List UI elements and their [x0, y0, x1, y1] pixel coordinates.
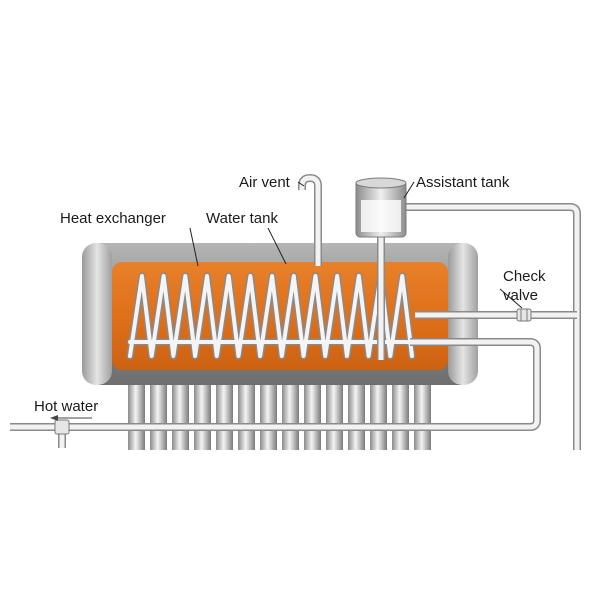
- vacuum-tube: [150, 380, 167, 450]
- vacuum-tube: [348, 380, 365, 450]
- assistant-tank-leader: [403, 181, 415, 199]
- hot-water-tap: [54, 419, 70, 435]
- air-vent-leader: [297, 181, 305, 187]
- check-valve-label-line1: Check: [503, 268, 546, 285]
- vacuum-tube: [238, 380, 255, 450]
- tank-end-cap-left: [82, 243, 112, 385]
- vacuum-tube: [282, 380, 299, 450]
- vacuum-tubes: [128, 380, 431, 450]
- check-valve: [516, 308, 532, 322]
- vacuum-tube: [216, 380, 233, 450]
- heat-exchanger-coil: [126, 272, 416, 360]
- vacuum-tube: [194, 380, 211, 450]
- hot-water-pipe: [10, 339, 540, 430]
- heat-exchanger-leader: [189, 227, 199, 267]
- vacuum-tube: [128, 380, 145, 450]
- heat-exchanger-label: Heat exchanger: [60, 210, 166, 227]
- label-leaders: [189, 181, 523, 309]
- vacuum-tube: [370, 380, 387, 450]
- vacuum-tube: [304, 380, 321, 450]
- air-vent-pipe: [299, 175, 321, 266]
- water-tank-label: Water tank: [206, 210, 278, 227]
- vacuum-tube: [260, 380, 277, 450]
- vacuum-tube: [172, 380, 189, 450]
- air-vent-label: Air vent: [239, 174, 291, 191]
- cold-inlet-pipe: [404, 204, 580, 450]
- water-tank-leader: [267, 227, 287, 265]
- hot-water-label: Hot water: [34, 398, 98, 415]
- check-valve-label-line2: valve: [503, 287, 538, 304]
- check-valve-leader: [499, 288, 523, 309]
- vacuum-tube: [392, 380, 409, 450]
- coil-pipe: [128, 274, 414, 358]
- assistant-tank-label: Assistant tank: [416, 174, 510, 191]
- assistant-tank: [355, 177, 407, 238]
- hot-water-arrow: [50, 415, 92, 421]
- pipes: [10, 174, 581, 450]
- vacuum-tube: [414, 380, 431, 450]
- vacuum-tube: [326, 380, 343, 450]
